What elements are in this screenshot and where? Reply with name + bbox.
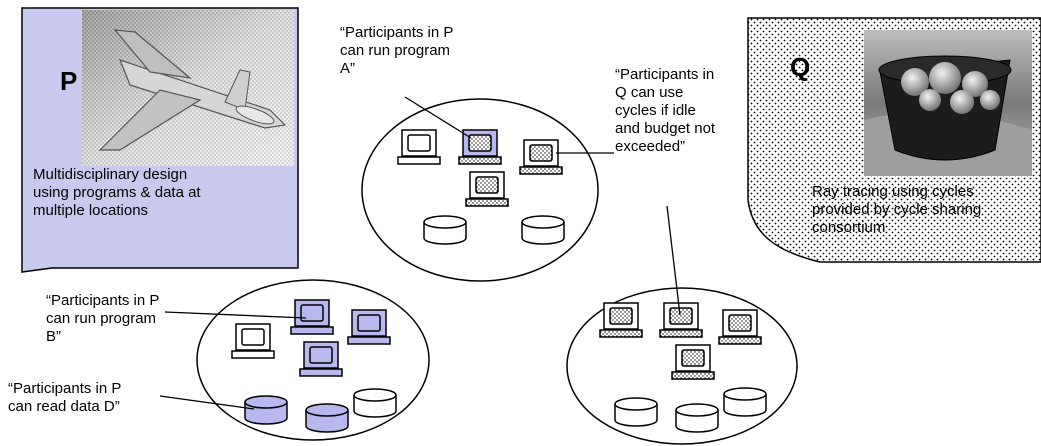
resource-cluster-bottom-right <box>566 287 798 445</box>
annotation-read-data-d: “Participants in P can read data D” <box>8 380 122 415</box>
org-p-label: P <box>60 66 78 96</box>
database-cylinder-icon <box>423 215 467 245</box>
database-cylinder-icon <box>353 388 397 418</box>
connector-lines <box>159 96 681 410</box>
connector-program-b <box>164 311 307 319</box>
org-q-panel <box>747 17 1041 263</box>
database-cylinder-icon <box>723 387 767 417</box>
org-q-label: Q <box>790 52 811 82</box>
org-p-panel <box>21 7 299 273</box>
database-cylinder-icon <box>305 403 349 433</box>
resource-cluster-top <box>361 98 599 282</box>
database-cylinder-icon <box>521 215 565 245</box>
ray-traced-shells-image <box>864 30 1032 176</box>
computer-icon <box>231 323 275 359</box>
annotation-use-cycles: “Participants in Q can use cycles if idl… <box>615 66 716 155</box>
computer-icon <box>599 302 643 338</box>
computer-icon <box>465 171 509 207</box>
jet-aircraft-image <box>82 10 294 166</box>
annotation-run-program-b: “Participants in P can run program B” <box>46 292 160 345</box>
connector-data-d <box>159 395 255 410</box>
computer-icon <box>659 302 703 338</box>
database-cylinder-icon <box>244 395 288 425</box>
database-cylinder-icon <box>614 397 658 427</box>
org-q-caption: Ray tracing using cycles provided by cyc… <box>812 183 982 236</box>
connector-program-a <box>404 96 472 139</box>
resource-cluster-bottom-left <box>196 279 430 441</box>
database-cylinder-icon <box>675 403 719 433</box>
connector-cycles-bottom <box>666 205 681 316</box>
org-p-caption: Multidisciplinary design using programs … <box>33 166 201 219</box>
computer-icon <box>397 129 441 165</box>
computer-icon <box>299 341 343 377</box>
computer-icon <box>718 309 762 345</box>
computer-icon <box>347 309 391 345</box>
annotation-run-program-a: “Participants in P can run program A” <box>340 24 454 77</box>
computer-icon <box>671 344 715 380</box>
computer-icon <box>519 139 563 175</box>
